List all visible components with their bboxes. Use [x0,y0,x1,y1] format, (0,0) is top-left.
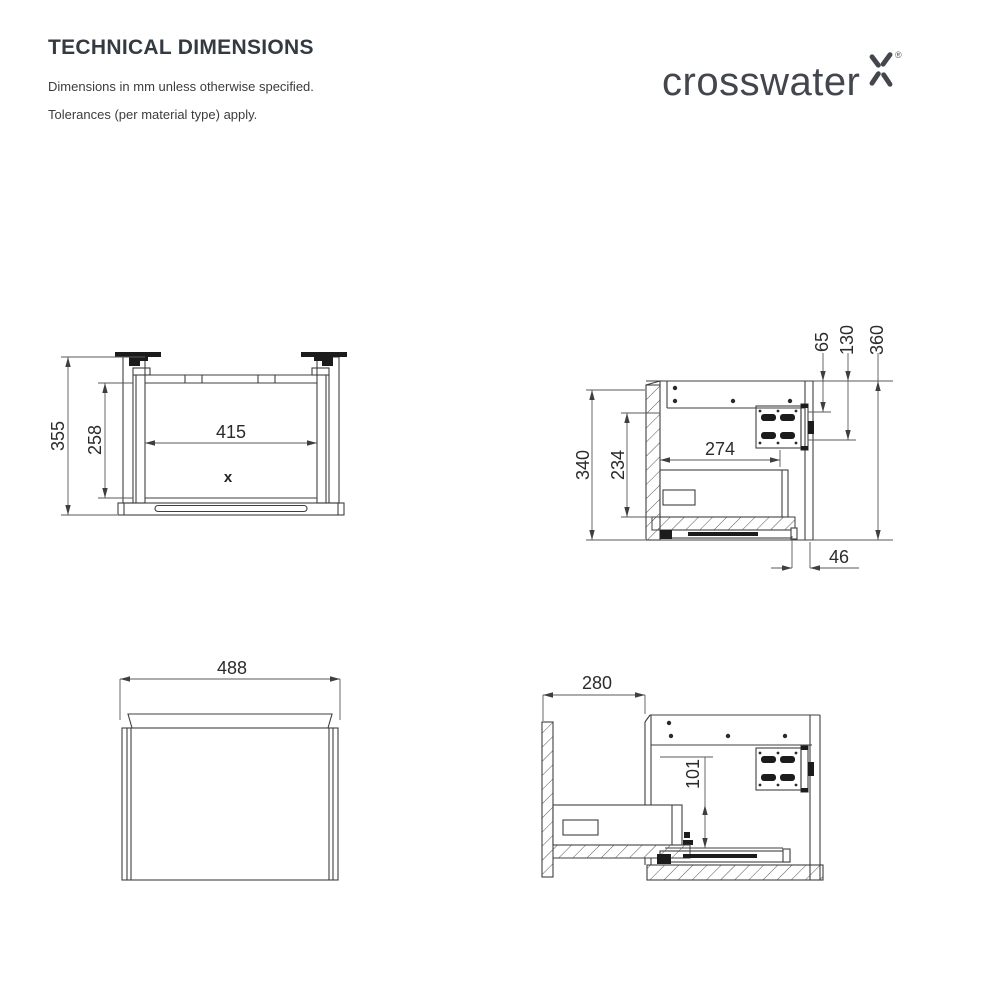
dimension-488: 488 [119,658,341,720]
dim-internal-height-label: 258 [85,425,105,455]
cabinet-side-structure [644,714,824,881]
dimension-274: 274 [660,439,781,467]
wall-hanger-bracket-left [115,352,161,376]
dim-internal-width-label: 415 [216,422,246,442]
dim-internal-depth-label: 274 [705,439,735,459]
drawer-front-panel [541,721,554,878]
dim-internal-height-label: 234 [608,450,628,480]
dimension-360: 360 [813,325,893,541]
crosswater-x-mark: x [224,469,233,486]
crosswater-x-icon [869,52,893,87]
note-line-2: Tolerances (per material type) apply. [48,107,258,122]
dimension-340: 340 [575,389,645,541]
cabinet-front-closed-structure [121,713,339,881]
drawing-front-view-open: 355 258 415 x [48,352,347,516]
cabinet-front-structure [117,356,345,516]
dim-runner-clearance-label: 101 [683,759,703,789]
dimension-46: 46 [771,536,859,571]
brand-logo-text: crosswater [662,60,861,104]
cabinet-side-structure [645,380,814,541]
wall-bracket [755,403,814,451]
dimension-258: 258 [85,382,133,499]
dimension-130: 130 [808,325,857,441]
dim-carcass-height-label: 340 [575,450,593,480]
dim-bracket-top-label: 65 [812,332,832,352]
registered-trademark: ® [895,50,902,60]
drawing-front-view-closed: 488 [119,658,341,881]
dim-overall-height-label: 355 [48,421,68,451]
note-line-1: Dimensions in mm unless otherwise specif… [48,79,314,94]
wall-hanger-bracket-right [301,352,347,376]
dim-bracket-bottom-label: 130 [837,325,857,355]
brand-logo: crosswater ® [662,50,902,105]
dim-overall-height-label: 360 [867,325,887,355]
dim-drawer-extension-label: 280 [582,673,612,693]
dimension-101: 101 [660,756,713,848]
dimension-234: 234 [608,412,660,518]
dim-back-clearance-label: 46 [829,547,849,567]
drawer-box-extended [552,804,693,859]
drawer-box-side [651,469,798,540]
wall-bracket [755,745,814,793]
drawing-side-view-open: 280 101 [541,673,824,881]
drawing-side-section: 340 234 274 65 [575,325,893,571]
drawer-runner [657,847,791,864]
dim-overall-width-label: 488 [217,658,247,678]
dimension-415: 415 [145,422,317,446]
dimension-65: 65 [808,332,893,413]
page-title: TECHNICAL DIMENSIONS [48,36,314,59]
dimension-280: 280 [542,673,646,721]
dimension-355: 355 [48,356,145,516]
